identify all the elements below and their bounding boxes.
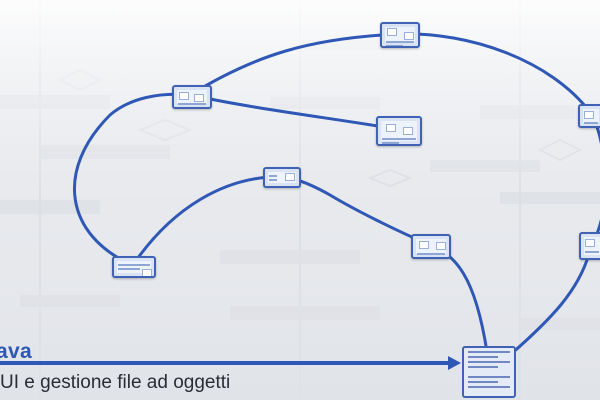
frame-3[interactable]	[578, 104, 600, 128]
frame-2[interactable]	[172, 85, 212, 109]
presentation-title: ava	[0, 340, 32, 363]
frame-7[interactable]	[579, 232, 600, 260]
frame-4[interactable]	[376, 116, 422, 146]
frame-1[interactable]	[380, 22, 420, 48]
frame-9[interactable]	[462, 346, 516, 398]
frame-6[interactable]	[411, 234, 451, 259]
frame-5[interactable]	[263, 167, 301, 188]
presentation-subtitle: UI e gestione file ad oggetti	[0, 372, 231, 393]
arrow-right-icon	[448, 356, 461, 370]
frame-8[interactable]	[112, 256, 156, 278]
arrow-line	[0, 361, 454, 365]
